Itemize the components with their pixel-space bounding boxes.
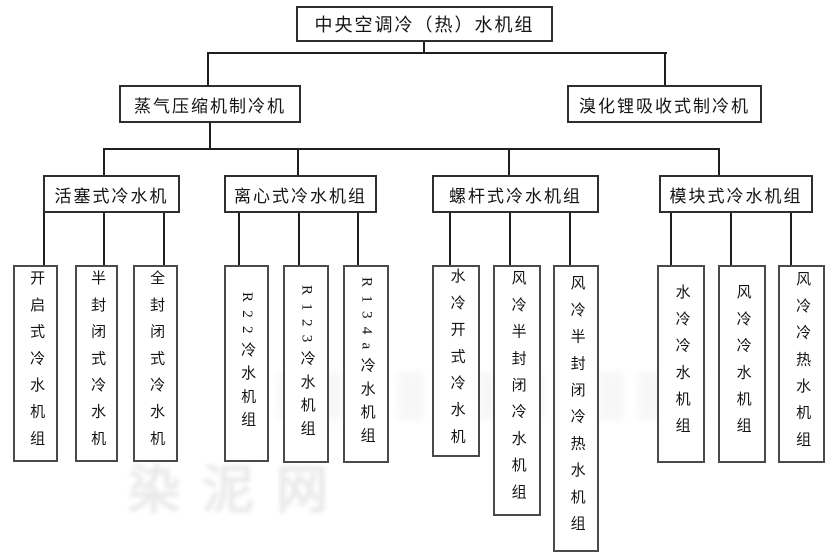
connector-line (298, 213, 300, 280)
node-modular-chiller: 模块式冷水机组 (659, 175, 813, 213)
leaf-label: 开启式冷水机组 (28, 270, 45, 457)
connector-line (297, 148, 299, 175)
connector-line (449, 213, 451, 280)
leaf-label: 风冷半封闭冷水机组 (509, 270, 526, 511)
leaf-r22-chiller: R22冷水机组 (224, 265, 269, 462)
leaf-r134a-chiller: R134a冷水机组 (343, 265, 389, 463)
connector-line (730, 213, 732, 280)
connector-line (718, 148, 720, 175)
leaf-label: R134a冷水机组 (358, 277, 375, 451)
leaf-air-cooled-semi-hermetic-heat-pump: 风冷半封闭冷热水机组 (553, 265, 599, 552)
node-lithium-bromide-absorption-label: 溴化锂吸收式制冷机 (579, 96, 750, 116)
connector-line (357, 213, 359, 280)
node-piston-chiller: 活塞式冷水机 (43, 175, 180, 213)
connector-line (103, 148, 105, 175)
node-vapor-compression-label: 蒸气压缩机制冷机 (134, 96, 286, 116)
node-centrifugal-chiller-label: 离心式冷水机组 (234, 186, 367, 206)
connector-line (207, 52, 667, 54)
leaf-label: 半封闭式冷水机 (89, 270, 106, 457)
leaf-label: 风冷冷水机组 (734, 283, 751, 445)
node-vapor-compression: 蒸气压缩机制冷机 (119, 85, 301, 123)
connector-line (209, 122, 211, 150)
connector-line (103, 213, 105, 280)
connector-line (508, 148, 510, 175)
leaf-r123-chiller: R123冷水机组 (283, 265, 329, 463)
leaf-label: 水冷开式冷水机 (448, 267, 465, 455)
leaf-air-cooled-heat-pump: 风冷冷热水机组 (778, 265, 825, 463)
leaf-hermetic-chiller: 全封闭式冷水机 (133, 265, 178, 462)
node-piston-chiller-label: 活塞式冷水机 (54, 186, 169, 206)
connector-line (509, 213, 511, 280)
connector-line (423, 42, 425, 54)
leaf-label: 风冷半封闭冷热水机组 (568, 275, 585, 542)
connector-line (43, 213, 45, 280)
connector-line (790, 213, 792, 280)
leaf-air-cooled-semi-hermetic-chiller: 风冷半封闭冷水机组 (493, 265, 541, 516)
leaf-water-cooled-chiller: 水冷冷水机组 (657, 265, 705, 463)
connector-line (569, 213, 571, 280)
connector-line (670, 213, 672, 280)
leaf-semi-hermetic-chiller: 半封闭式冷水机 (75, 265, 118, 462)
node-root: 中央空调冷（热）水机组 (296, 6, 553, 42)
connector-line (664, 52, 666, 86)
leaf-label: R123冷水机组 (298, 284, 315, 444)
connector-line (103, 148, 720, 150)
node-modular-chiller-label: 模块式冷水机组 (669, 186, 803, 206)
node-root-label: 中央空调冷（热）水机组 (314, 15, 535, 35)
node-screw-chiller-label: 螺杆式冷水机组 (449, 186, 582, 206)
node-lithium-bromide-absorption: 溴化锂吸收式制冷机 (567, 85, 762, 123)
leaf-label: 全封闭式冷水机 (148, 270, 165, 457)
leaf-label: 水冷冷水机组 (673, 283, 690, 445)
connector-line (207, 52, 209, 86)
node-screw-chiller: 螺杆式冷水机组 (432, 175, 599, 213)
connector-line (163, 213, 165, 280)
leaf-label: 风冷冷热水机组 (794, 270, 811, 458)
node-centrifugal-chiller: 离心式冷水机组 (224, 175, 377, 213)
leaf-open-type-chiller: 开启式冷水机组 (13, 265, 58, 462)
leaf-water-cooled-open-chiller: 水冷开式冷水机 (432, 265, 480, 457)
leaf-air-cooled-chiller: 风冷冷水机组 (718, 265, 766, 463)
leaf-label: R22冷水机组 (239, 292, 256, 435)
connector-line (238, 213, 240, 280)
